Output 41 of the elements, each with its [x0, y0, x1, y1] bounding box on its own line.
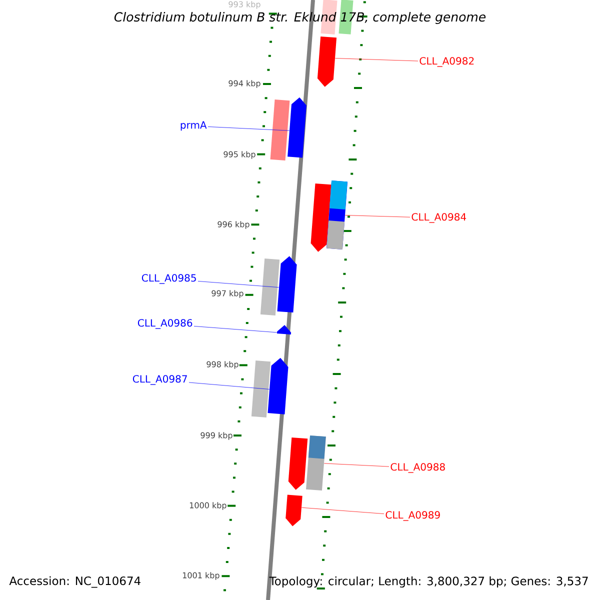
title: Clostridium botulinum B str. Eklund 17B, complete genome — [114, 12, 486, 24]
gene-label: CLL_A0987 — [132, 375, 187, 385]
gene-label: CLL_A0982 — [420, 57, 474, 67]
gene-bar — [306, 435, 326, 491]
gene-feature — [277, 256, 297, 313]
scale-label: 999 kbp — [200, 432, 232, 440]
gene-feature — [317, 36, 337, 87]
gene-label: CLL_A0988 — [390, 463, 445, 473]
gene-feature — [288, 437, 308, 490]
leader-line — [345, 215, 410, 218]
gene-feature — [276, 325, 292, 335]
info-text: Accession: NC_010674 — [9, 576, 140, 588]
scale-label: 997 kbp — [212, 290, 244, 298]
scale-label: 1001 kbp — [183, 572, 220, 580]
gene-label: prmA — [180, 121, 207, 131]
leader-line — [324, 463, 390, 467]
gene-feature — [286, 494, 302, 526]
gene-feature — [268, 358, 288, 414]
gene-bar — [251, 360, 271, 418]
leader-line — [188, 382, 270, 390]
scale-label: 995 kbp — [224, 151, 256, 159]
gene-feature — [310, 183, 332, 252]
scale-label: 994 kbp — [228, 80, 260, 88]
scale-label: 993 kbp — [228, 1, 260, 9]
gene-label: CLL_A0984 — [412, 213, 466, 223]
gene-feature — [288, 97, 306, 158]
gene-label: CLL_A0985 — [142, 274, 196, 284]
gene-label: CLL_A0986 — [138, 319, 192, 329]
gene-bar — [270, 100, 290, 160]
leader-line — [301, 507, 384, 514]
scale-label: 998 kbp — [206, 361, 238, 369]
leader-line — [194, 326, 278, 333]
scale-label: 1000 kbp — [190, 502, 226, 510]
gene-bar — [326, 180, 348, 250]
leader-line — [335, 58, 418, 62]
gene-bar — [260, 258, 280, 316]
leader-line — [208, 126, 290, 131]
gene-label: CLL_A0989 — [386, 511, 440, 521]
info-text: Topology: circular; Length: 3,800,327 bp; Genes: 3,537 — [269, 576, 588, 588]
scale-label: 996 kbp — [218, 221, 250, 229]
leader-line — [198, 281, 280, 288]
